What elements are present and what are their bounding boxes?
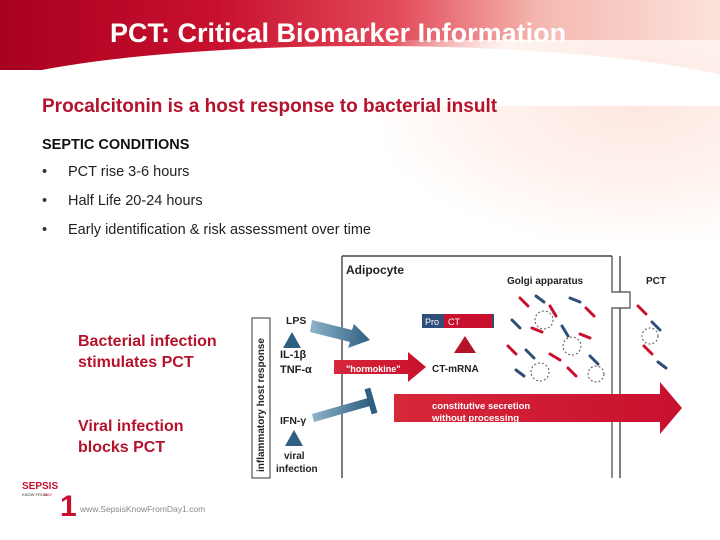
hormokine-label: "hormokine" [346, 364, 401, 374]
ifn-label: IFN-γ [280, 415, 306, 427]
svg-text:DAY: DAY [44, 492, 52, 497]
svg-text:KNOW FROM: KNOW FROM [22, 492, 47, 497]
viral-label: viral [284, 451, 305, 462]
pct-label: PCT [646, 276, 666, 287]
hormokine-arrow [334, 352, 426, 382]
bullet-item: •PCT rise 3-6 hours [42, 164, 371, 193]
lps-triangle [283, 332, 301, 348]
side-label: inflammatory host response [256, 338, 267, 472]
inhibitor-bar [364, 387, 378, 415]
bullet-list: •PCT rise 3-6 hours •Half Life 20-24 hou… [42, 164, 371, 251]
ifn-inhibitor [312, 398, 370, 422]
adipocyte-label: Adipocyte [346, 263, 404, 277]
il1-label: IL-1β [280, 349, 307, 361]
diagram-svg: inflammatory host response Adipocyte Gol… [251, 255, 682, 479]
sepsis-logo: SEPSIS KNOW FROM DAY 1 [22, 478, 82, 523]
golgi-label: Golgi apparatus [507, 276, 584, 287]
ct-label: CT [448, 317, 460, 327]
lps-arrow [310, 320, 370, 348]
secretion-label-2: without processing [431, 413, 519, 424]
bullet-dot: • [42, 193, 48, 209]
section-heading: SEPTIC CONDITIONS [42, 137, 190, 153]
sepsis-logo-graphic: SEPSIS KNOW FROM DAY 1 [22, 481, 77, 523]
bullet-dot: • [42, 222, 48, 238]
svg-text:SEPSIS: SEPSIS [22, 481, 58, 492]
viral-triangle [285, 430, 303, 446]
pro-label: Pro [425, 317, 439, 327]
ctmrna-triangle [454, 336, 476, 353]
pct-molecules [506, 294, 668, 378]
side-bracket [251, 317, 271, 479]
bullet-item: •Early identification & risk assessment … [42, 222, 371, 251]
pct-pathway-diagram: inflammatory host response Adipocyte Gol… [250, 246, 682, 482]
tnf-label: TNF-α [280, 364, 312, 376]
bacterial-infection-label: Bacterial infection stimulates PCT [78, 333, 217, 371]
svg-text:1: 1 [60, 490, 77, 518]
slide-title: PCT: Critical Biomarker Information [110, 18, 567, 48]
secretion-label-1: constitutive secretion [432, 401, 530, 412]
ct-segment [444, 314, 492, 328]
lps-label: LPS [286, 315, 306, 327]
footer-url: www.SepsisKnowFromDay1.com [80, 504, 206, 514]
infection-label: infection [276, 464, 318, 475]
ctmrna-label: CT-mRNA [432, 364, 479, 375]
golgi-vesicles [530, 310, 659, 383]
slide-subtitle: Procalcitonin is a host response to bact… [42, 96, 498, 117]
viral-infection-label: Viral infection blocks PCT [78, 418, 184, 456]
cell-notch [611, 256, 631, 478]
bullet-dot: • [42, 164, 48, 180]
secretion-arrow [394, 382, 682, 434]
bullet-item: •Half Life 20-24 hours [42, 193, 371, 222]
